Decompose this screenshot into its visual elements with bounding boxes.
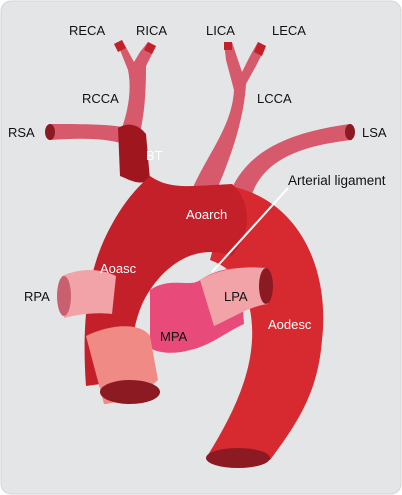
left-carotid-tree [188,42,266,200]
label-mpa: MPA [160,329,188,344]
left-pulmonary-artery [200,267,268,326]
label-reca: RECA [69,23,106,38]
label-leca: LECA [272,23,306,38]
label-aoasc: Aoasc [100,261,137,276]
right-carotid-tree [45,40,156,144]
label-aodesc: Aodesc [268,317,312,332]
label-rsa: RSA [8,125,35,140]
descending-aorta [206,186,324,460]
label-rcca: RCCA [82,91,119,106]
label-lsa: LSA [362,125,387,140]
label-rpa: RPA [24,289,50,304]
label-aoarch: Aoarch [186,207,228,222]
label-lcca: LCCA [257,91,292,106]
label-bt: BT [146,148,163,163]
label-lpa: LPA [224,289,248,304]
arterial-ligament-line [211,187,289,273]
label-lica: LICA [206,23,235,38]
label-arterial-ligament: Arterial ligament [288,173,386,188]
right-pulmonary-artery [62,270,116,318]
left-subclavian [232,124,355,194]
brachiocephalic-trunk [118,124,150,183]
descending-aorta-lumen [206,448,270,468]
label-rica: RICA [136,23,168,38]
